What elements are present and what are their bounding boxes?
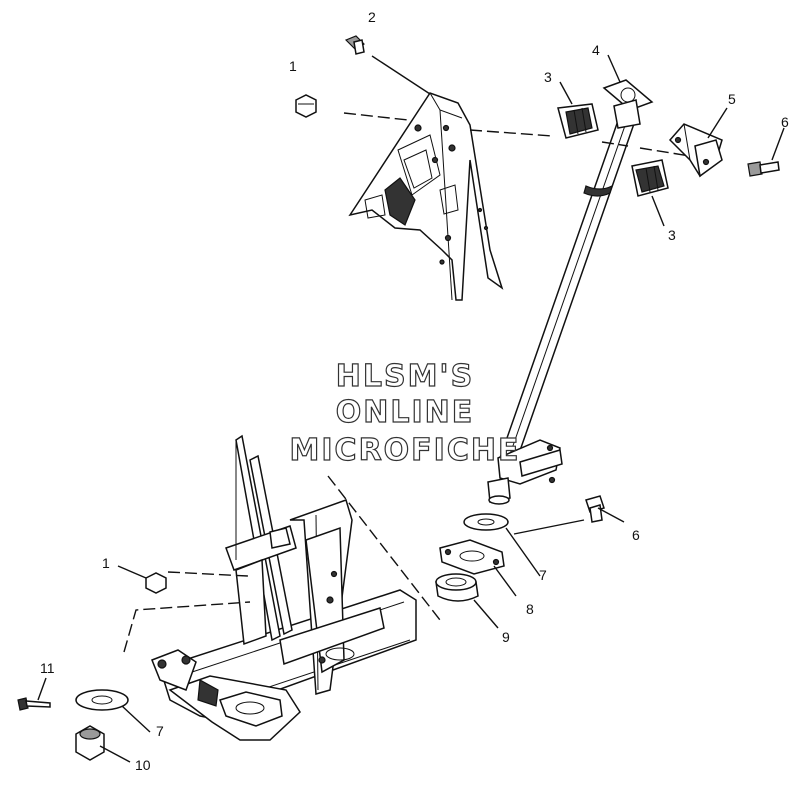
clamp-upper-part-3 — [557, 103, 599, 139]
callout-5: 5 — [728, 91, 736, 107]
clamp-lower-part-3 — [631, 159, 669, 197]
bolt-part-2 — [344, 35, 365, 55]
nut-part-1-top — [295, 94, 317, 118]
callout-3-top: 3 — [544, 69, 552, 85]
callout-6-top: 6 — [781, 114, 789, 130]
callout-1-bottom: 1 — [102, 555, 110, 571]
bolt-part-6-top — [747, 161, 780, 177]
watermark-line-1: HLSM'S — [336, 359, 474, 394]
washer-part-7-right — [463, 513, 509, 531]
watermark-line-2: ONLINE — [336, 395, 475, 430]
callout-1-top: 1 — [289, 58, 297, 74]
washer-part-7-left — [75, 689, 129, 711]
bushing-part-9 — [435, 573, 479, 602]
dash-bracket-panel — [348, 92, 504, 301]
bolt-part-11 — [17, 697, 51, 711]
lower-frame — [151, 434, 417, 741]
watermark-line-3: MICROFICHE — [290, 433, 521, 468]
nut-part-10 — [75, 725, 105, 761]
steering-column — [487, 79, 654, 505]
callout-6-bottom: 6 — [632, 527, 640, 543]
callout-9: 9 — [502, 629, 510, 645]
callout-7-right: 7 — [539, 567, 547, 583]
nut-part-1-bottom — [145, 572, 167, 594]
callout-3-bottom: 3 — [668, 227, 676, 243]
bracket-part-5 — [668, 123, 723, 178]
callout-11: 11 — [40, 660, 55, 676]
callout-4: 4 — [592, 42, 600, 58]
callout-8: 8 — [526, 601, 534, 617]
callout-10: 10 — [135, 757, 151, 773]
callout-2: 2 — [368, 9, 376, 25]
flange-plate-part-8 — [439, 539, 505, 575]
callout-7-left: 7 — [156, 723, 164, 739]
